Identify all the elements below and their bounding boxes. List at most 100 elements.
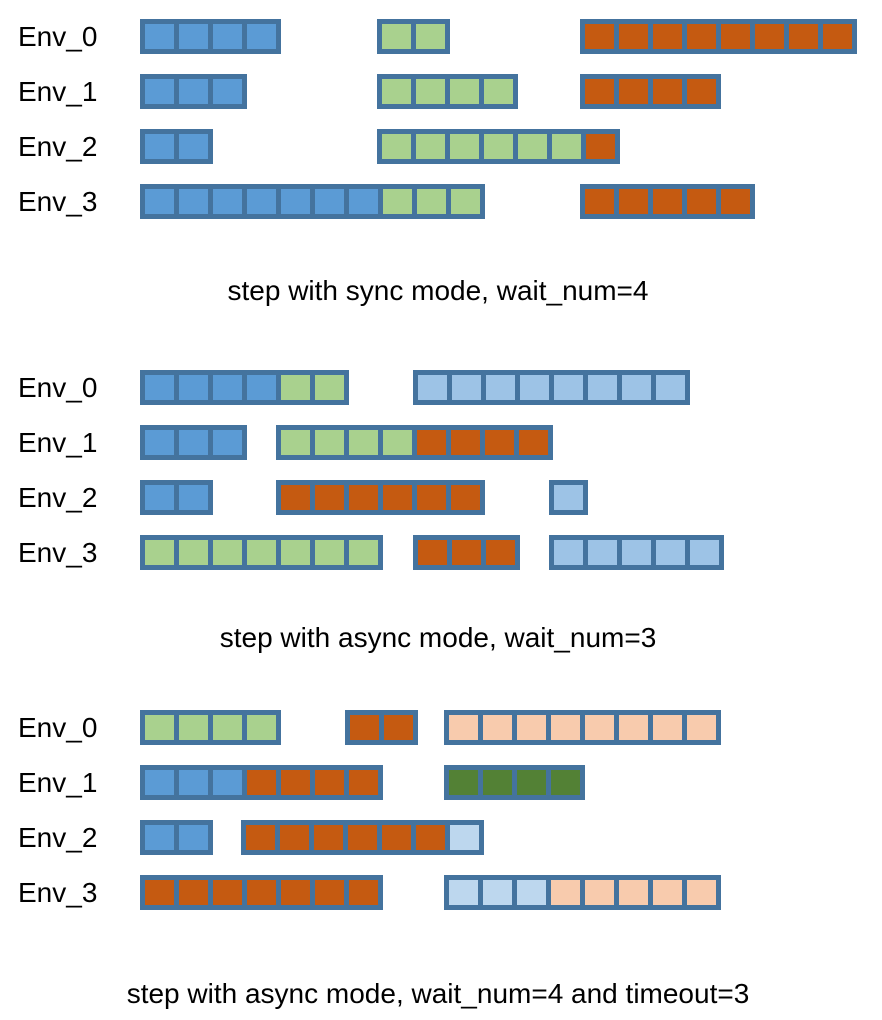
step-bar [140,184,485,219]
env-row: Env_3 [0,184,882,219]
step-cell-orange [247,770,276,795]
env-row: Env_0 [0,370,882,405]
step-cell-orange [619,79,648,104]
step-cell-green [450,79,479,104]
panel-caption: step with sync mode, wait_num=4 [227,275,649,306]
env-row: Env_2 [0,129,882,164]
step-cell-lightblue [554,540,583,565]
step-bar [444,875,721,910]
step-bar [140,19,281,54]
step-cell-green [383,430,412,455]
step-cell-orange [417,430,446,455]
step-cell-green [179,715,208,740]
step-cell-peach [619,715,648,740]
step-cell-green [484,79,513,104]
step-cell-blue [349,189,378,214]
step-bar [140,765,383,800]
step-cell-orange [281,880,310,905]
step-cell-orange [721,24,750,49]
step-cell-green [145,715,174,740]
step-cell-lightblue [418,375,447,400]
step-cell-lightblue [486,375,515,400]
step-cell-blue [179,24,208,49]
step-cell-blue [213,770,242,795]
step-cell-blue [145,375,174,400]
step-cell-green [382,24,411,49]
step-cell-green [281,430,310,455]
step-cell-darkgreen [517,770,546,795]
env-row: Env_1 [0,765,882,800]
step-cell-green [451,189,480,214]
step-bar [140,535,383,570]
step-cell-orange [451,485,480,510]
step-cell-blue [145,430,174,455]
step-cell-orange [789,24,818,49]
step-bar [413,370,690,405]
step-cell-blue [213,24,242,49]
step-cell-lightblue [622,375,651,400]
env-label: Env_3 [18,186,98,217]
step-cell-blue [213,79,242,104]
step-cell-lightblue [622,540,651,565]
step-cell-blue [145,24,174,49]
step-cell-orange [418,540,447,565]
step-cell-orange [349,770,378,795]
step-cell-orange [687,189,716,214]
env-row: Env_3 [0,875,882,910]
step-cell-green [315,430,344,455]
step-cell-darkgreen [483,770,512,795]
step-cell-orange [383,485,412,510]
step-cell-green [213,715,242,740]
step-cell-orange [281,770,310,795]
step-cell-green [315,375,344,400]
step-bar [140,875,383,910]
step-cell-orange [452,540,481,565]
step-cell-green [281,540,310,565]
step-cell-orange [179,880,208,905]
env-label: Env_0 [18,372,98,403]
step-cell-green [552,134,581,159]
step-bar [444,710,721,745]
step-cell-blue [281,189,310,214]
step-cell-orange [585,189,614,214]
step-cell-blue [247,375,276,400]
step-bar [549,535,724,570]
step-cell-blue [179,825,208,850]
step-cell-orange [486,540,515,565]
step-cell-orange [384,715,413,740]
step-cell-blue [145,189,174,214]
step-bar [140,710,281,745]
step-bar [140,74,247,109]
step-cell-paleblue [450,825,479,850]
env-label: Env_3 [18,877,98,908]
step-cell-orange [247,880,276,905]
step-cell-lightblue [656,375,685,400]
step-cell-orange [350,715,379,740]
env-label: Env_1 [18,767,98,798]
step-bar [377,74,518,109]
step-bar [276,425,553,460]
step-cell-blue [145,770,174,795]
step-cell-orange [382,825,411,850]
step-cell-peach [653,715,682,740]
step-cell-lightblue [588,540,617,565]
step-cell-paleblue [483,880,512,905]
step-cell-paleblue [517,880,546,905]
env-row: Env_0 [0,19,882,54]
step-cell-darkgreen [449,770,478,795]
env-label: Env_2 [18,131,98,162]
env-label: Env_2 [18,822,98,853]
step-cell-green [247,540,276,565]
step-cell-orange [416,825,445,850]
step-cell-orange [451,430,480,455]
panel-caption: step with async mode, wait_num=4 and tim… [126,978,750,1009]
step-cell-orange [687,79,716,104]
step-cell-blue [213,189,242,214]
step-cell-orange [721,189,750,214]
step-cell-green [417,189,446,214]
env-row: Env_0 [0,710,882,745]
step-cell-paleblue [449,880,478,905]
step-cell-lightblue [690,540,719,565]
step-bar [549,480,588,515]
step-cell-green [383,189,412,214]
